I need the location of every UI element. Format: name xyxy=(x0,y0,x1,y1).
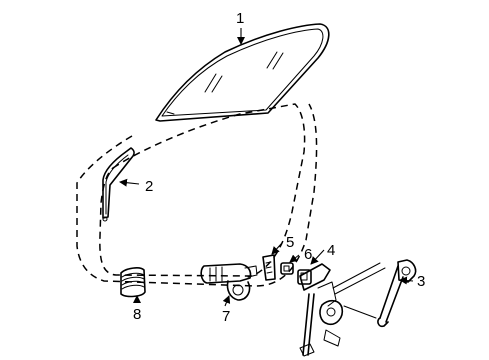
leader-lines xyxy=(119,28,414,307)
door-outline xyxy=(76,103,318,287)
bracket-part xyxy=(280,262,294,275)
callout-8: 8 xyxy=(133,306,141,323)
callout-5: 5 xyxy=(286,234,294,251)
callout-1: 1 xyxy=(236,10,244,27)
callout-6: 6 xyxy=(304,246,312,263)
callout-3: 3 xyxy=(417,273,425,290)
clip-part xyxy=(262,254,276,281)
door-glass xyxy=(155,23,330,122)
window-motor xyxy=(200,263,258,301)
glass-run-channel xyxy=(102,147,135,222)
callout-4: 4 xyxy=(327,242,335,259)
grommet-part xyxy=(120,267,146,298)
callout-labels: 1 2 3 4 5 6 7 8 xyxy=(133,10,425,325)
callout-7: 7 xyxy=(222,308,230,325)
callout-2: 2 xyxy=(145,178,153,195)
window-regulator xyxy=(299,259,417,357)
